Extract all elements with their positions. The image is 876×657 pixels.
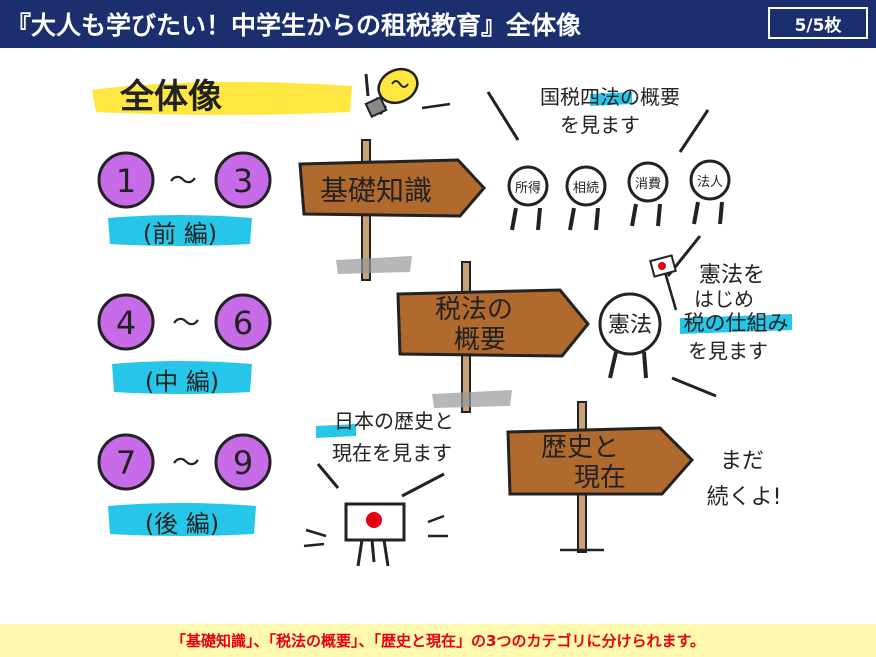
group-1: 1 〜 3 (前 編): [97, 151, 272, 248]
group-1-to: 3: [233, 162, 253, 200]
sign-1-label: 基礎知識: [320, 174, 432, 207]
constitution-legs: [608, 351, 648, 379]
tax-note-line1: 国税四法の概要: [540, 85, 680, 109]
person-inheritance: 相続: [565, 165, 607, 231]
tax-note-highlight: [590, 92, 632, 106]
summary-text: 「基礎知識」、「税法の概要」、「歴史と現在」の3つのカテゴリに分けられます。: [171, 632, 705, 650]
group-1-highlight: [108, 215, 252, 246]
group-1-label: (前 編): [143, 220, 217, 248]
group-2-to: 6: [233, 304, 253, 342]
summary-bar: 「基礎知識」、「税法の概要」、「歴史と現在」の3つのカテゴリに分けられます。: [0, 624, 876, 657]
person-corporate: 法人: [689, 159, 731, 225]
history-note: 日本の歴史と 現在を見ます: [316, 409, 454, 498]
group-3-highlight: [108, 503, 256, 536]
heading-highlight: [92, 81, 352, 115]
person-consumption-label: 消費: [635, 177, 661, 192]
signpost-2-board: [396, 288, 590, 358]
group-2-from: 4: [116, 304, 136, 342]
tax-note: 国税四法の概要 を見ます: [486, 85, 710, 153]
flag-character-motion-left: [303, 528, 327, 548]
group-2-highlight: [112, 361, 252, 394]
flag-character-legs: [356, 539, 390, 567]
flag-character-motion-right: [427, 514, 448, 538]
constitution-line2: はじめ: [694, 287, 754, 311]
overview-diagram: 全体像 1 〜 3 (前 編) 4 〜 6 (中 編) 7 〜: [92, 67, 792, 567]
person-inheritance-label: 相続: [573, 181, 599, 196]
continue-note: まだ 続くよ!: [707, 449, 782, 510]
flag-character-sun: [366, 512, 382, 528]
constitution-face: [598, 292, 662, 356]
history-ray-right: [401, 472, 445, 498]
signpost-1-shadow: [336, 256, 412, 274]
signpost-3: 歴史と 現在: [506, 401, 695, 553]
heading-mark: [364, 73, 370, 97]
history-note-line1: 日本の歴史と: [334, 409, 454, 433]
tax-note-ray-left: [486, 91, 520, 141]
constitution-line3: 税の仕組み: [684, 311, 789, 335]
group-3: 7 〜 9 (後 編): [97, 433, 272, 538]
group-2: 4 〜 6 (中 編): [97, 293, 272, 396]
group-2-label: (中 編): [145, 368, 219, 396]
group-3-sep: 〜: [172, 446, 200, 479]
constitution-line1: 憲法を: [699, 263, 765, 288]
title-bar: 『大人も学びたい！中学生からの租税教育』全体像 5/5枚: [0, 0, 876, 48]
person-corporate-label: 法人: [697, 175, 723, 190]
circle-from-3: [97, 433, 155, 491]
person-income: 所得: [507, 165, 549, 231]
group-3-label: (後 編): [145, 510, 219, 538]
person-consumption: 消費: [627, 161, 669, 227]
history-ray-left: [316, 463, 340, 489]
signpost-2: 税法の 概要: [396, 261, 590, 413]
constitution-badge: 憲法: [608, 313, 652, 338]
page-title: 『大人も学びたい！中学生からの租税教育』全体像: [6, 11, 582, 40]
history-note-highlight: [316, 424, 356, 438]
signpost-3-board: [506, 426, 695, 496]
tax-note-ray-right: [678, 109, 710, 153]
history-note-line2: 現在を見ます: [332, 441, 452, 465]
signpost-2-shadow: [432, 390, 512, 408]
person-income-label: 所得: [515, 180, 541, 196]
flag-character: [303, 502, 448, 567]
signpost-1: 基礎知識: [298, 139, 487, 281]
sign-2-line2: 概要: [454, 325, 506, 355]
group-3-to: 9: [233, 444, 253, 482]
constitution-line4: を見ます: [688, 339, 768, 363]
group-1-sep: 〜: [169, 164, 197, 197]
heading-group: 全体像: [92, 67, 451, 119]
signpost-1-board: [298, 158, 487, 218]
group-1-from: 1: [116, 162, 136, 200]
constitution-group: 憲法 憲法を はじめ 税の仕組み を見ます: [598, 235, 792, 398]
heading-text: 全体像: [119, 77, 222, 117]
continue-note-line1: まだ: [720, 449, 764, 474]
continue-note-line2: 続くよ!: [707, 485, 782, 510]
circle-to-2: [214, 293, 272, 351]
page-counter: 5/5枚: [768, 7, 868, 39]
constitution-ray-bottom: [671, 376, 717, 398]
flag-icon: [649, 254, 678, 311]
circle-to-1: [214, 151, 272, 209]
circle-from-2: [97, 293, 155, 351]
sign-3-line1: 歴史と: [541, 433, 619, 463]
constitution-highlight: [680, 314, 792, 334]
tax-people: 所得 相続 消費 法人: [507, 159, 731, 231]
group-2-sep: 〜: [172, 306, 200, 339]
sign-2-line1: 税法の: [435, 295, 513, 325]
sign-3-line2: 現在: [574, 463, 626, 493]
circle-from-1: [97, 151, 155, 209]
lightbulb-icon: [364, 67, 451, 119]
tax-note-line2: を見ます: [560, 113, 640, 137]
circle-to-3: [214, 433, 272, 491]
group-3-from: 7: [116, 444, 136, 482]
